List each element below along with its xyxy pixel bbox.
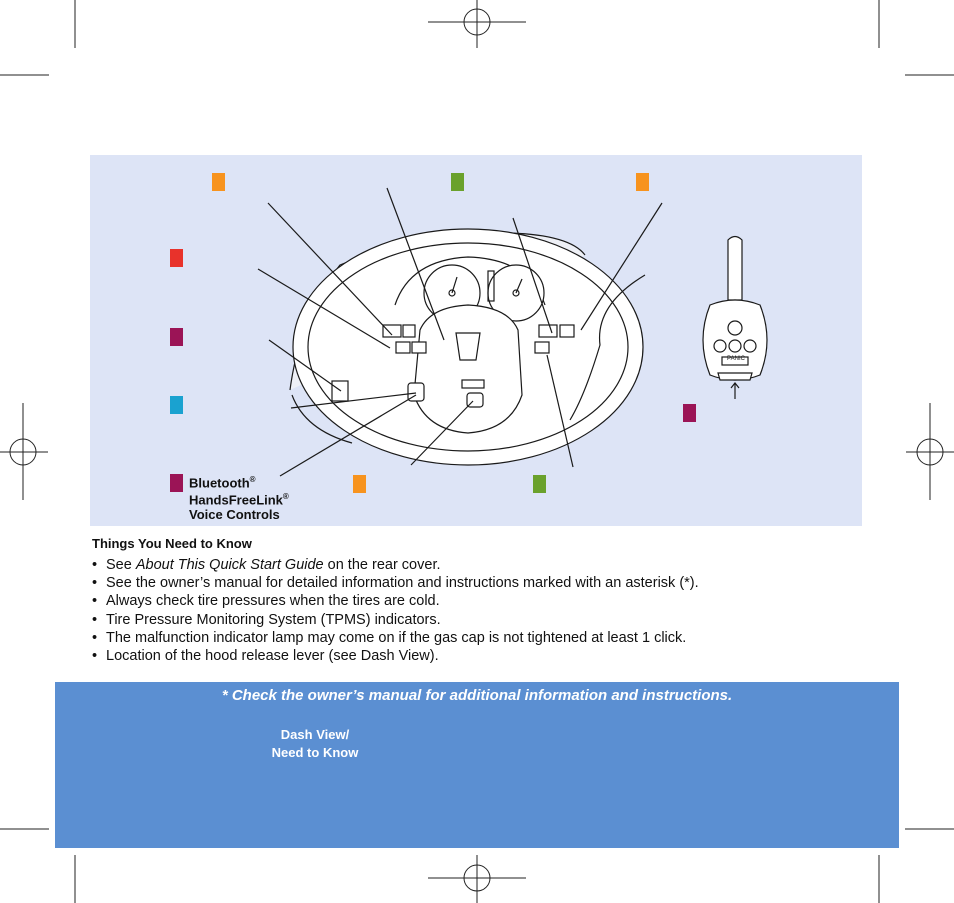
green-tag (451, 173, 464, 191)
purple-tag (683, 404, 696, 422)
orange-tag (636, 173, 649, 191)
handsfreelink-label: HandsFreeLink (189, 492, 283, 508)
list-item: •Location of the hood release lever (see… (92, 648, 439, 665)
bluetooth-label: Bluetooth (189, 475, 250, 491)
green-tag (533, 475, 546, 493)
section-heading: Things You Need to Know (92, 536, 252, 551)
orange-tag (353, 475, 366, 493)
red-tag (170, 249, 183, 267)
list-item: •The malfunction indicator lamp may come… (92, 629, 687, 646)
purple-tag (170, 474, 183, 492)
key-fob-panic-label: PANIC (727, 356, 745, 362)
list-item: •See the owner’s manual for detailed inf… (92, 575, 699, 592)
cyan-tag (170, 396, 183, 414)
dashboard-diagram: Bluetooth® HandsFreeLink® Voice Controls… (90, 155, 862, 526)
footer-note: * Check the owner’s manual for additiona… (221, 687, 733, 704)
section-label-line1: Dash View/ (280, 727, 350, 742)
purple-tag (170, 328, 183, 346)
list-item: •Tire Pressure Monitoring System (TPMS) … (92, 611, 441, 628)
section-label: Dash View/ Need to Know (235, 726, 395, 762)
steering-wheel-illustration (257, 187, 768, 477)
bluetooth-handsfreelink-label: Bluetooth® HandsFreeLink® Voice Controls (189, 475, 289, 522)
list-item: •Always check tire pressures when the ti… (92, 593, 440, 610)
voice-controls-label: Voice Controls (189, 506, 280, 522)
orange-tag (212, 173, 225, 191)
things-to-know-section: Things You Need to Know •See About This … (92, 536, 872, 665)
footer-band: * Check the owner’s manual for additiona… (55, 682, 899, 848)
section-label-line2: Need to Know (271, 745, 359, 760)
guide-title: About This Quick Start Guide (135, 557, 324, 573)
list-item: •See About This Quick Start Guide on the… (92, 557, 441, 573)
